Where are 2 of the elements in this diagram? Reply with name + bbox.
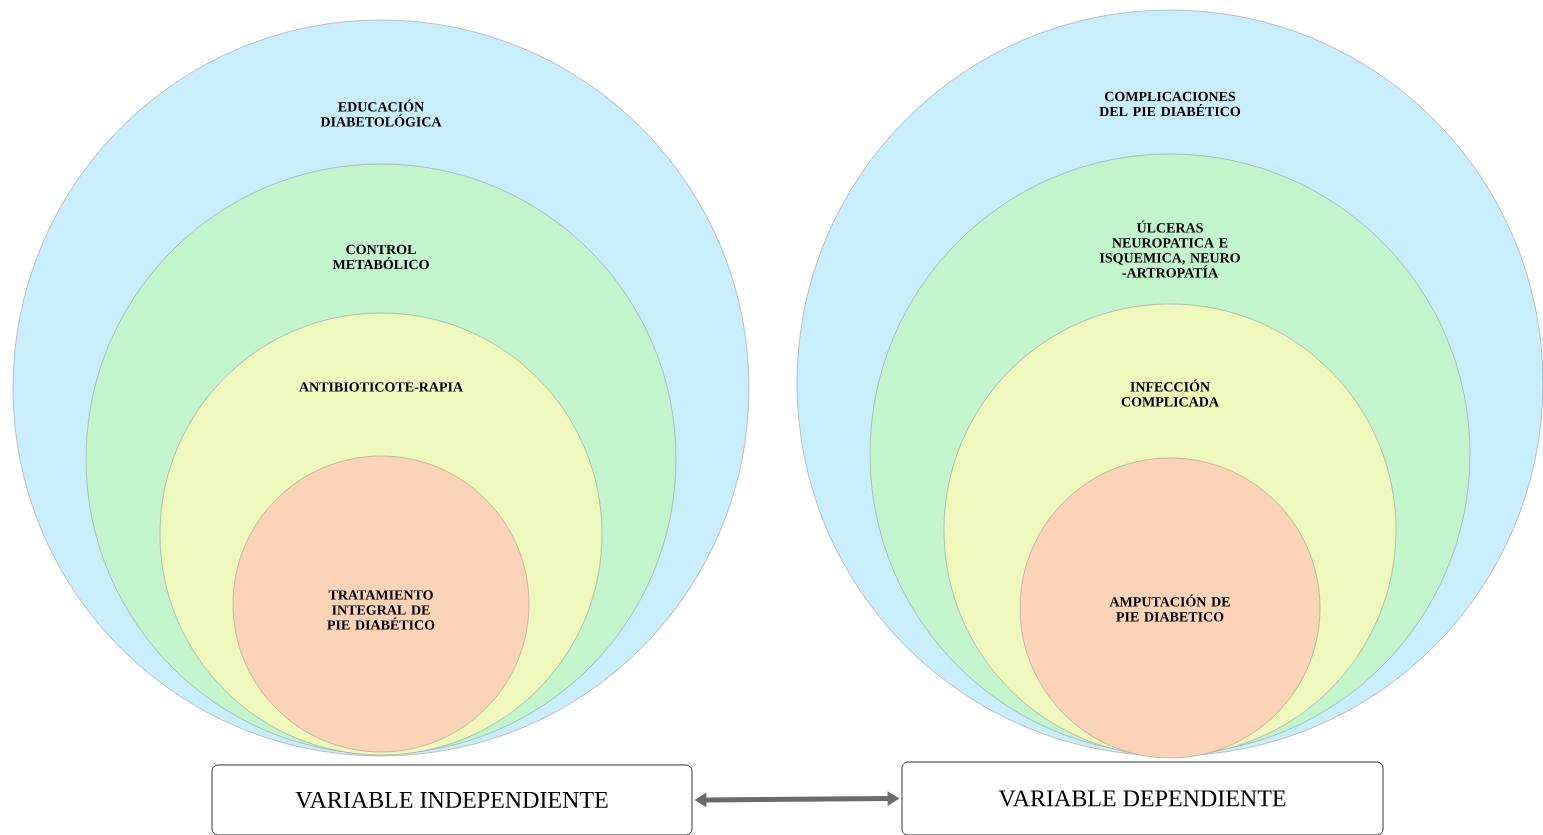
- text-box: VARIABLE INDEPENDIENTE: [211, 764, 693, 835]
- text-box: VARIABLE DEPENDIENTE: [901, 761, 1384, 835]
